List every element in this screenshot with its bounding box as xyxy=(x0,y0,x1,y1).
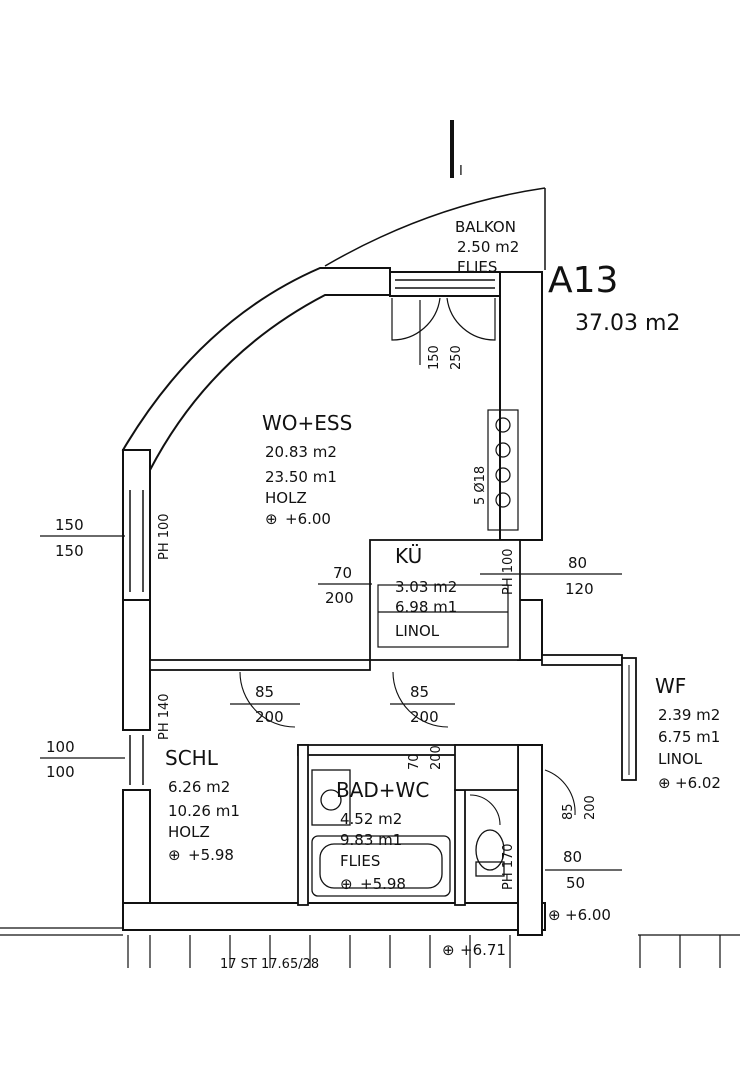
wf-annex xyxy=(541,654,637,781)
wf-door-h: 200 xyxy=(583,795,598,820)
wf-perimeter: 6.75 m1 xyxy=(658,728,720,746)
wohnen-floor: HOLZ xyxy=(265,489,307,507)
wohnen-area: 20.83 m2 xyxy=(265,443,337,461)
wf-level: +6.02 xyxy=(675,774,721,792)
level-icon: ⊕ xyxy=(168,846,181,864)
section-marker-text: I xyxy=(459,164,463,179)
window-schl-w: 100 xyxy=(46,738,75,756)
wohnen-perimeter: 23.50 m1 xyxy=(265,468,337,486)
bad-window-h: 50 xyxy=(566,874,585,892)
wf-door-w: 85 xyxy=(561,803,576,820)
entry-h: 120 xyxy=(565,580,594,598)
wohnen-name: WO+ESS xyxy=(262,411,352,435)
stair-hatch xyxy=(0,927,740,968)
stair-level: +6.71 xyxy=(460,941,506,959)
kueche-floor: LINOL xyxy=(395,622,440,640)
door-swings xyxy=(239,671,576,826)
bad-area: 4.52 m2 xyxy=(340,810,402,828)
bad-door-w: 85 xyxy=(410,683,429,701)
balcony-door xyxy=(391,297,496,341)
window-schl-h: 100 xyxy=(46,763,75,781)
schlafen-perimeter: 10.26 m1 xyxy=(168,802,240,820)
balkon-floor: FLIES xyxy=(457,258,497,276)
kitchen-counter xyxy=(377,409,519,648)
ku-door-w: 70 xyxy=(333,564,352,582)
level-icon: ⊕ xyxy=(340,875,353,893)
schlafen-floor: HOLZ xyxy=(168,823,210,841)
schlafen-level: +5.98 xyxy=(188,846,234,864)
schl-door-h: 200 xyxy=(255,708,284,726)
wf-area: 2.39 m2 xyxy=(658,706,720,724)
stair-note: 17 ST 17.65/28 xyxy=(220,957,319,972)
unit-id: A13 xyxy=(548,260,618,301)
kitchen-module: 5 Ø18 xyxy=(473,466,488,505)
kueche-perimeter: 6.98 m1 xyxy=(395,598,457,616)
ku-ph: PH 100 xyxy=(501,548,516,595)
level-icon: ⊕ xyxy=(548,906,561,924)
wf-floor: LINOL xyxy=(658,750,703,768)
balcony-outline xyxy=(324,187,546,267)
bad-inner-w: 70 xyxy=(407,753,422,770)
balcony-door-h: 250 xyxy=(449,345,464,370)
window-wo-h: 150 xyxy=(55,542,84,560)
window-wo-w: 150 xyxy=(55,516,84,534)
bad-perimeter: 9.83 m1 xyxy=(340,831,402,849)
interior-walls xyxy=(149,539,521,906)
schl-door-w: 85 xyxy=(255,683,274,701)
level-icon: ⊕ xyxy=(658,774,671,792)
balkon-name: BALKON xyxy=(455,218,516,236)
bad-name: BAD+WC xyxy=(336,778,429,802)
balkon-area: 2.50 m2 xyxy=(457,238,519,256)
entry-w: 80 xyxy=(568,554,587,572)
balcony-door-w: 150 xyxy=(427,345,442,370)
window-schl-ph: PH 140 xyxy=(157,693,172,740)
dimension-lines xyxy=(40,300,622,871)
unit-area: 37.03 m2 xyxy=(575,311,680,336)
wohnen-level: +6.00 xyxy=(285,510,331,528)
bad-level: +5.98 xyxy=(360,875,406,893)
kueche-area: 3.03 m2 xyxy=(395,578,457,596)
outer-level: +6.00 xyxy=(565,906,611,924)
bad-floor: FLIES xyxy=(340,852,380,870)
bad-inner-h: 200 xyxy=(429,745,444,770)
schlafen-name: SCHL xyxy=(165,746,219,770)
bad-door-h: 200 xyxy=(410,708,439,726)
kueche-name: KÜ xyxy=(395,544,422,568)
level-icon: ⊕ xyxy=(442,941,455,959)
level-icon: ⊕ xyxy=(265,510,278,528)
bath-fixtures xyxy=(311,769,505,897)
schlafen-area: 6.26 m2 xyxy=(168,778,230,796)
bad-ph: PH 170 xyxy=(501,843,516,890)
bad-window-w: 80 xyxy=(563,848,582,866)
outer-walls xyxy=(121,267,546,936)
ku-door-h: 200 xyxy=(325,589,354,607)
wf-name: WF xyxy=(655,674,686,698)
window-wo-ph: PH 100 xyxy=(157,513,172,560)
